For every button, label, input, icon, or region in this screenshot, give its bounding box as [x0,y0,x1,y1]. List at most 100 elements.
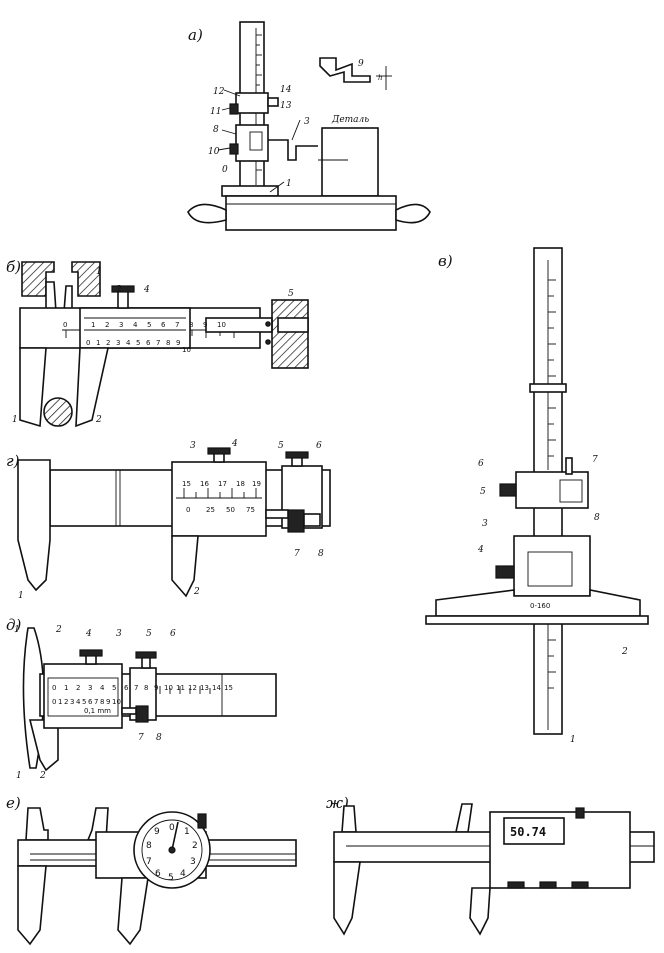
movable-jaw-g [171,535,199,598]
svg-text:4: 4 [143,285,150,295]
svg-text:3: 3 [70,698,74,706]
svg-text:3: 3 [116,339,120,347]
svg-text:3: 3 [190,441,196,451]
section-depth [271,299,309,369]
svg-text:1: 1 [12,415,18,425]
svg-text:8: 8 [166,339,170,347]
svg-text:25: 25 [206,506,215,514]
svg-text:16: 16 [200,480,209,488]
svg-text:2: 2 [115,285,122,295]
svg-text:3: 3 [482,519,488,529]
svg-text:8: 8 [144,684,148,692]
svg-text:2: 2 [95,415,102,425]
panel-v-label: в) [438,252,453,270]
svg-text:2: 2 [106,339,110,347]
svg-text:9: 9 [358,59,364,69]
svg-text:12: 12 [213,87,225,97]
svg-text:2: 2 [76,684,80,692]
panel-d: д) 0 1 2 3 4 5 6 7 8 [6,616,277,781]
panel-v-callouts: 6 7 5 8 3 4 2 1 [477,455,628,745]
scriber-arm [268,139,318,161]
panel-b: б) [6,258,309,428]
svg-text:6: 6 [170,629,176,639]
panel-a-callouts: 1 3 8 10 11 12 13 14 9 0 h [208,59,383,189]
svg-text:10: 10 [112,698,121,706]
svg-text:8: 8 [156,733,162,743]
svg-text:7: 7 [156,339,160,347]
vernier-frame-v [513,535,591,597]
svg-text:1: 1 [58,698,62,706]
vernier-frame [235,124,269,162]
svg-text:4: 4 [180,869,186,879]
svg-text:11: 11 [210,107,221,117]
svg-text:7: 7 [592,455,598,465]
svg-text:15: 15 [182,480,191,488]
svg-text:3: 3 [88,684,92,692]
panel-zh: ж) 50.74 [326,794,655,936]
svg-text:3: 3 [119,321,123,329]
scriber-detail [319,57,371,83]
svg-text:2: 2 [64,698,68,706]
svg-text:6: 6 [88,698,93,706]
lcd-display [503,817,565,845]
surface-plate [225,195,397,231]
movable-jaw-zh [469,887,491,936]
plate-handle-right [395,203,431,224]
main-scale-d [159,686,211,694]
panel-b-vernier-numbers: 0 1 2 3 4 5 6 7 8 9 10 [86,339,191,354]
svg-text:7: 7 [134,684,138,692]
fixed-jaw-g [17,459,51,592]
svg-text:8: 8 [213,125,219,135]
svg-text:3: 3 [190,857,196,867]
svg-text:14: 14 [280,85,292,95]
svg-text:5: 5 [112,684,116,692]
svg-text:6: 6 [161,321,166,329]
svg-text:0: 0 [52,698,56,706]
svg-text:9: 9 [106,698,110,706]
panel-d-label: д) [6,616,22,634]
panel-g-callouts: 3 4 5 6 7 8 1 2 [18,439,324,601]
svg-text:5: 5 [288,289,294,299]
svg-text:8: 8 [318,549,324,559]
svg-text:7: 7 [175,321,179,329]
svg-text:4: 4 [477,545,484,555]
panel-g-label: г) [6,452,20,470]
svg-text:10: 10 [164,684,173,692]
svg-text:5: 5 [82,698,86,706]
main-scale-g [183,488,257,498]
clamp-screw-10 [229,143,239,155]
plate-handle-left [187,203,227,224]
vernier-slider-d [43,663,123,729]
svg-text:19: 19 [252,480,261,488]
svg-text:0: 0 [63,321,67,329]
panel-e: е) 0 1 2 3 4 5 6 7 8 9 [6,794,297,946]
dial-face [141,819,203,881]
section-right [71,261,101,297]
svg-text:8: 8 [146,841,152,851]
fixed-jaw-e [17,865,47,946]
fine-adjust-nut [267,97,279,107]
adjust-nut-7 [287,509,305,533]
svg-text:4: 4 [126,339,131,347]
svg-text:h: h [378,74,383,82]
svg-text:1: 1 [184,827,190,837]
svg-text:13: 13 [280,101,292,111]
svg-text:11: 11 [176,684,185,692]
panel-b-label: б) [6,258,21,276]
panel-g-scale-numbers: 15 16 17 18 19 [182,480,261,488]
svg-text:18: 18 [236,480,245,488]
svg-text:0: 0 [86,339,90,347]
svg-text:14: 14 [212,684,221,692]
svg-text:0: 0 [169,823,175,833]
svg-text:5: 5 [146,629,152,639]
svg-text:8: 8 [189,321,193,329]
lcd-value: 50.74 [510,825,546,839]
svg-text:4: 4 [133,321,138,329]
height-gauge-base [221,185,279,197]
round-workpiece [43,397,73,427]
svg-text:2: 2 [55,625,62,635]
svg-text:7: 7 [94,698,98,706]
vernier-note: 0,1 mm [84,707,111,715]
svg-text:5: 5 [168,873,174,883]
